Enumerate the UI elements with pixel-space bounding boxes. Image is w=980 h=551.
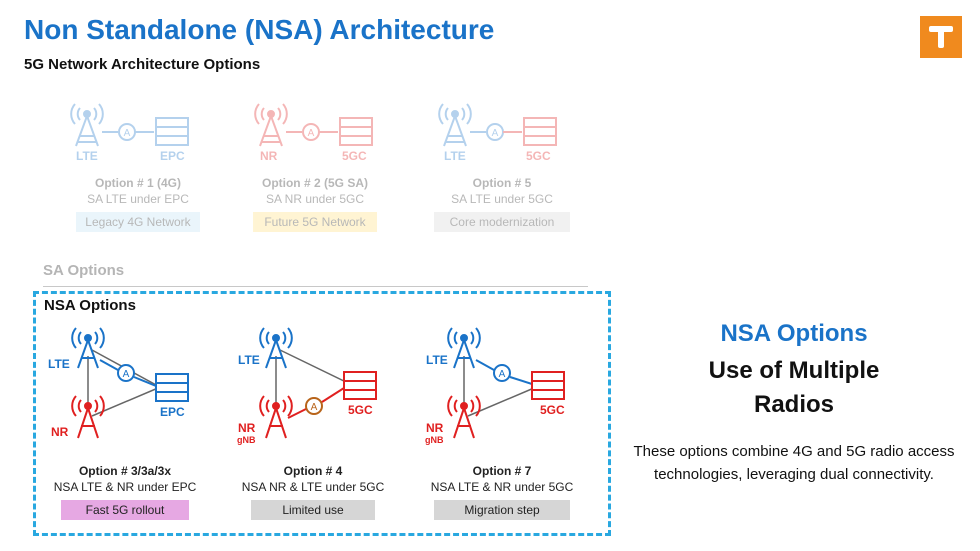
nsa-opt3-diagram: A LTE NR EPC <box>48 327 189 439</box>
option-title: Option # 3/3a/3x <box>78 464 172 478</box>
nr-label: NR <box>426 421 444 435</box>
nr-label: NR <box>238 421 256 435</box>
nr-tower-icon <box>71 395 105 439</box>
option-tag: Core modernization <box>434 212 570 232</box>
anchor-icon <box>305 397 323 415</box>
sa-divider <box>43 286 588 287</box>
nr-label: NR <box>51 425 69 439</box>
server-icon <box>523 117 557 146</box>
gnb-label: gNB <box>425 435 444 445</box>
nsa-options-label: NSA Options <box>44 297 136 314</box>
nr-tower-icon <box>259 395 293 439</box>
5gc-label: 5GC <box>348 403 373 417</box>
server-icon <box>531 371 565 400</box>
anchor-label: A <box>499 369 506 380</box>
server-icon <box>155 117 189 146</box>
lte-tower-icon <box>70 103 104 147</box>
option-tag: Limited use <box>251 500 375 520</box>
option-desc: NSA LTE & NR under 5GC <box>430 480 574 494</box>
anchor-label: A <box>308 128 315 139</box>
nsa-options-box <box>33 291 611 536</box>
subtitle-line-1: Use of Multiple <box>708 357 880 384</box>
lte-label: LTE <box>48 357 70 371</box>
sa-option-5: Option # 5 SA LTE under 5GC Core moderni… <box>412 176 592 232</box>
lte-label: LTE <box>426 353 448 367</box>
sa-opt2-diagram: A NR 5GC <box>254 103 373 163</box>
anchor-label: A <box>492 128 499 139</box>
nsa-diagrams: A LTE NR EPC A LTE NR g <box>48 327 565 445</box>
gnb-label: gNB <box>237 435 256 445</box>
5gc-label: 5GC <box>540 403 565 417</box>
option-title: Option # 2 (5G SA) <box>261 176 368 190</box>
page-subtitle: 5G Network Architecture Options <box>24 56 261 73</box>
nr-tower-icon <box>447 395 481 439</box>
anchor-label: A <box>123 369 130 380</box>
option-title: Option # 1 (4G) <box>94 176 181 190</box>
option-title: Option # 7 <box>472 464 532 478</box>
sa-option-2: Option # 2 (5G SA) SA NR under 5GC Futur… <box>225 176 405 232</box>
lte-tower-icon <box>259 327 293 369</box>
option-desc: SA LTE under EPC <box>87 192 189 206</box>
anchor-icon <box>493 364 511 382</box>
server-icon <box>339 117 373 146</box>
server-icon <box>155 373 189 402</box>
option-title: Option # 4 <box>283 464 343 478</box>
server-icon <box>343 371 377 400</box>
lte-tower-icon <box>71 327 105 369</box>
anchor-icon <box>486 123 504 141</box>
epc-label: EPC <box>160 405 185 419</box>
nsa-option-4: Option # 4 NSA NR & LTE under 5GC Limite… <box>223 464 403 520</box>
option-tag: Legacy 4G Network <box>76 212 200 232</box>
nsa-summary-body: These options combine 4G and 5G radio ac… <box>633 443 955 483</box>
epc-label: EPC <box>160 149 185 163</box>
nr-label: NR <box>260 149 278 163</box>
option-tag: Fast 5G rollout <box>61 500 189 520</box>
brand-logo <box>920 16 962 58</box>
sa-option-1: Option # 1 (4G) SA LTE under EPC Legacy … <box>48 176 228 232</box>
anchor-label: A <box>311 402 318 413</box>
option-desc: NSA NR & LTE under 5GC <box>241 480 385 494</box>
anchor-icon <box>118 123 136 141</box>
5gc-label: 5GC <box>342 149 367 163</box>
anchor-label: A <box>124 128 131 139</box>
lte-label: LTE <box>76 149 98 163</box>
anchor-icon <box>302 123 320 141</box>
lte-tower-icon <box>447 327 481 369</box>
nr-tower-icon <box>254 103 288 147</box>
nsa-opt4-diagram: A LTE NR gNB 5GC <box>237 327 377 445</box>
nsa-summary-title: NSA Options <box>720 320 868 347</box>
subtitle-line-2: Radios <box>753 391 834 418</box>
option-tag: Future 5G Network <box>253 212 377 232</box>
option-title: Option # 5 <box>472 176 532 190</box>
nsa-summary-subtitle: Use of Multiple Radios <box>660 354 928 422</box>
nsa-opt7-diagram: A LTE NR gNB 5GC <box>425 327 565 445</box>
nsa-option-3: Option # 3/3a/3x NSA LTE & NR under EPC … <box>35 464 215 520</box>
5gc-label: 5GC <box>526 149 551 163</box>
lte-tower-icon <box>438 103 472 147</box>
sa-diagrams: A LTE EPC A NR 5GC <box>70 103 557 163</box>
nsa-option-7: Option # 7 NSA LTE & NR under 5GC Migrat… <box>412 464 592 520</box>
sa-options-label: SA Options <box>43 262 125 279</box>
option-desc: SA LTE under 5GC <box>451 192 553 206</box>
anchor-icon <box>117 364 135 382</box>
option-tag: Migration step <box>434 500 570 520</box>
option-desc: SA NR under 5GC <box>265 192 365 206</box>
page-title: Non Standalone (NSA) Architecture <box>24 14 495 45</box>
sa-opt5-diagram: A LTE 5GC <box>438 103 557 163</box>
lte-label: LTE <box>444 149 466 163</box>
lte-label: LTE <box>238 353 260 367</box>
sa-opt1-diagram: A LTE EPC <box>70 103 189 163</box>
option-desc: NSA LTE & NR under EPC <box>53 480 197 494</box>
